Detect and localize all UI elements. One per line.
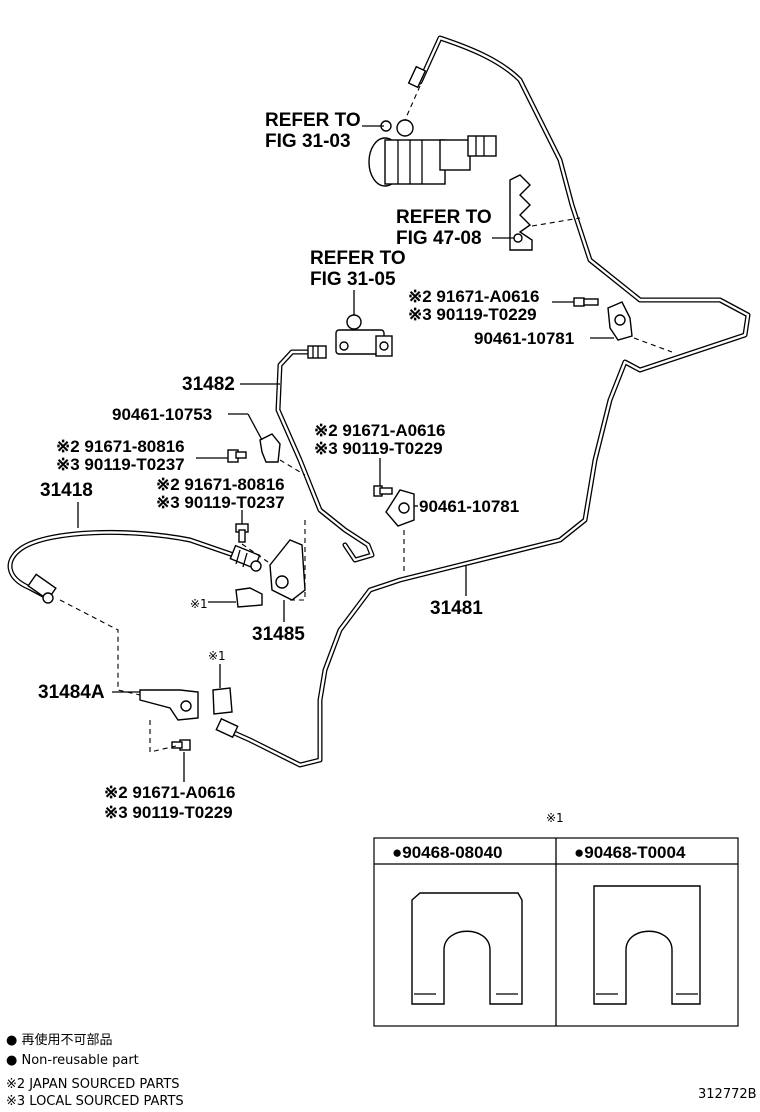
hose-31418 — [7, 529, 251, 599]
label-31481: 31481 — [430, 598, 483, 619]
clamp-90461-10753 — [259, 433, 281, 463]
table-note: ※1 — [546, 811, 564, 825]
refer-31-03-line1: REFER TO — [265, 110, 361, 131]
clip-90468-08040 — [411, 892, 523, 1005]
pipe-fitting-top — [407, 65, 427, 89]
bolt-upper-japan: ※2 91671-A0616 — [408, 287, 539, 306]
pipe-union — [335, 314, 393, 357]
hose-end-fitting-left — [27, 573, 57, 604]
bolt-b-local: ※3 90119-T0237 — [56, 455, 185, 474]
bracket-31484A — [139, 689, 199, 721]
refer-47-08-line1: REFER TO — [396, 207, 492, 228]
clip-31485 — [235, 587, 263, 608]
legend-jp: ● 再使用不可部品 — [6, 1032, 112, 1048]
pipe-fitting-bottom — [215, 717, 239, 739]
clip-table: ●90468-08040 ●90468-T0004 — [373, 837, 739, 1027]
clip-90468-T0004 — [593, 885, 701, 1005]
ref1-clip: ※1 — [208, 649, 226, 663]
legend-en: ● Non-reusable part — [6, 1053, 139, 1068]
pipe-31482 — [275, 349, 375, 563]
bolt-mid — [373, 485, 393, 497]
bolt-upper-local: ※3 90119-T0229 — [408, 305, 537, 324]
label-31485: 31485 — [252, 624, 305, 645]
hose-end-fitting-right — [229, 544, 262, 572]
clamp-mid-label: 90461-10781 — [419, 497, 519, 516]
table-header-1: ●90468-08040 — [392, 843, 502, 862]
bolt-d — [171, 739, 191, 751]
bracket-31485 — [269, 539, 306, 601]
clamp-upper-label: 90461-10781 — [474, 329, 574, 348]
bolt-b — [227, 449, 247, 463]
refer-47-08-line2: FIG 47-08 — [396, 228, 482, 249]
bracket-fig-47-08 — [509, 174, 533, 251]
refer-31-05-line1: REFER TO — [310, 248, 406, 269]
clamp-b-label: 90461-10753 — [112, 405, 212, 424]
clamp-90461-10781-mid — [385, 489, 415, 527]
ref1-left: ※1 — [190, 597, 208, 611]
master-cylinder — [368, 119, 497, 187]
label-31418: 31418 — [40, 480, 93, 501]
bolt-d-local: ※3 90119-T0229 — [104, 803, 233, 822]
label-31482: 31482 — [182, 374, 235, 395]
legend-local: ※3 LOCAL SOURCED PARTS — [6, 1094, 184, 1109]
pipe-31481 — [229, 35, 751, 768]
clip-ref1 — [212, 687, 233, 715]
refer-31-03-line2: FIG 31-03 — [265, 131, 351, 152]
legend-japan: ※2 JAPAN SOURCED PARTS — [6, 1077, 180, 1092]
label-31484A: 31484A — [38, 682, 105, 703]
refer-31-05-line2: FIG 31-05 — [310, 269, 396, 290]
pipe-fitting-31482 — [307, 345, 327, 359]
bolt-mid-japan: ※2 91671-A0616 — [314, 421, 445, 440]
bolt-c-local: ※3 90119-T0237 — [156, 493, 285, 512]
bolt-c-japan: ※2 91671-80816 — [156, 475, 285, 494]
clamp-90461-10781-upper — [607, 301, 633, 341]
bolt-upper — [573, 297, 599, 307]
table-header-2: ●90468-T0004 — [574, 843, 686, 862]
figure-id: 312772B — [698, 1087, 757, 1102]
bolt-mid-local: ※3 90119-T0229 — [314, 439, 443, 458]
bolt-c — [235, 523, 249, 543]
bolt-b-japan: ※2 91671-80816 — [56, 437, 185, 456]
bolt-d-japan: ※2 91671-A0616 — [104, 783, 235, 802]
